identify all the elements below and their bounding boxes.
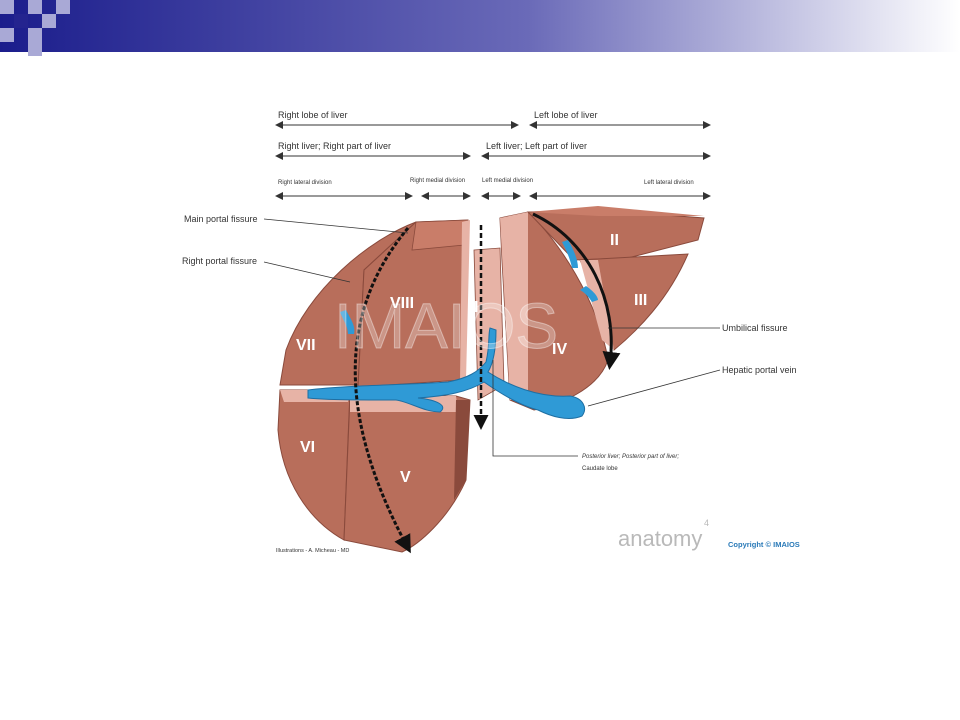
deco-square xyxy=(42,14,56,28)
segment-viii-top xyxy=(411,219,469,251)
label-left-medial: Left medial division xyxy=(482,178,533,184)
illustration-credit: Illustrations - A. Micheau - MD xyxy=(276,548,349,554)
umbilical-arrow xyxy=(532,212,621,370)
vein-branch-ii xyxy=(562,240,578,268)
liver-segments-diagram: Right lobe of liver Left lobe of liver R… xyxy=(178,100,818,560)
deco-square xyxy=(56,0,70,14)
label-right-liver: Right liver; Right part of liver xyxy=(278,141,391,151)
segment-ii-top xyxy=(528,206,704,216)
label-right-lobe: Right lobe of liver xyxy=(278,110,348,120)
leader-posterior xyxy=(492,360,578,457)
vein-branch-iii xyxy=(580,286,598,302)
label-left-lateral: Left lateral division xyxy=(644,180,694,186)
label-umbilical-fissure: Umbilical fissure xyxy=(722,323,788,333)
hepatic-portal-vein-shape xyxy=(307,327,585,419)
segment-vi-shape xyxy=(277,389,351,541)
label-posterior-1: Posterior liver; Posterior part of liver… xyxy=(582,454,679,460)
deco-square xyxy=(0,0,14,14)
label-right-portal-fissure: Right portal fissure xyxy=(182,256,257,266)
segment-vii-shape xyxy=(279,221,417,386)
segment-v-label: V xyxy=(400,469,411,486)
leader-main-portal xyxy=(263,218,409,234)
label-left-lobe: Left lobe of liver xyxy=(534,110,598,120)
segment-ii-label: II xyxy=(610,232,619,249)
copyright-text: Copyright © IMAIOS xyxy=(728,540,800,549)
liver-illustration: IMAIOS xyxy=(277,206,705,554)
label-main-portal-fissure: Main portal fissure xyxy=(184,214,258,224)
segment-vii-label: VII xyxy=(296,337,316,354)
segment-i-label: I xyxy=(474,299,478,316)
deco-square xyxy=(28,42,42,56)
segment-iii-label: III xyxy=(634,292,647,309)
segment-vi-label: VI xyxy=(300,439,315,456)
deco-square xyxy=(0,28,14,42)
anatomy-logo-sup: 4 xyxy=(704,518,709,528)
segment-iv-face xyxy=(500,212,528,400)
deco-square xyxy=(28,0,42,14)
segment-v-side xyxy=(454,400,470,500)
vein-branch-viii xyxy=(340,310,355,334)
right-portal-arrow xyxy=(353,227,411,554)
segment-iii-side xyxy=(580,260,614,350)
header-gradient-bar xyxy=(0,0,960,52)
anatomy-logo: anatomy xyxy=(618,526,702,551)
segment-iv-label: IV xyxy=(552,341,567,358)
leader-right-portal xyxy=(263,261,351,283)
label-right-medial: Right medial division xyxy=(410,178,465,184)
deco-square xyxy=(28,28,42,42)
deco-square xyxy=(14,14,28,28)
segment-viii-side xyxy=(460,220,470,382)
imaios-watermark: IMAIOS xyxy=(334,290,558,362)
leader-hepatic-portal xyxy=(587,369,721,407)
label-right-lateral: Right lateral division xyxy=(278,180,332,186)
label-left-liver: Left liver; Left part of liver xyxy=(486,141,587,151)
label-hepatic-portal-vein: Hepatic portal vein xyxy=(722,365,797,375)
segment-viii-label: VIII xyxy=(390,295,414,312)
label-posterior-2: Caudate lobe xyxy=(582,466,618,472)
